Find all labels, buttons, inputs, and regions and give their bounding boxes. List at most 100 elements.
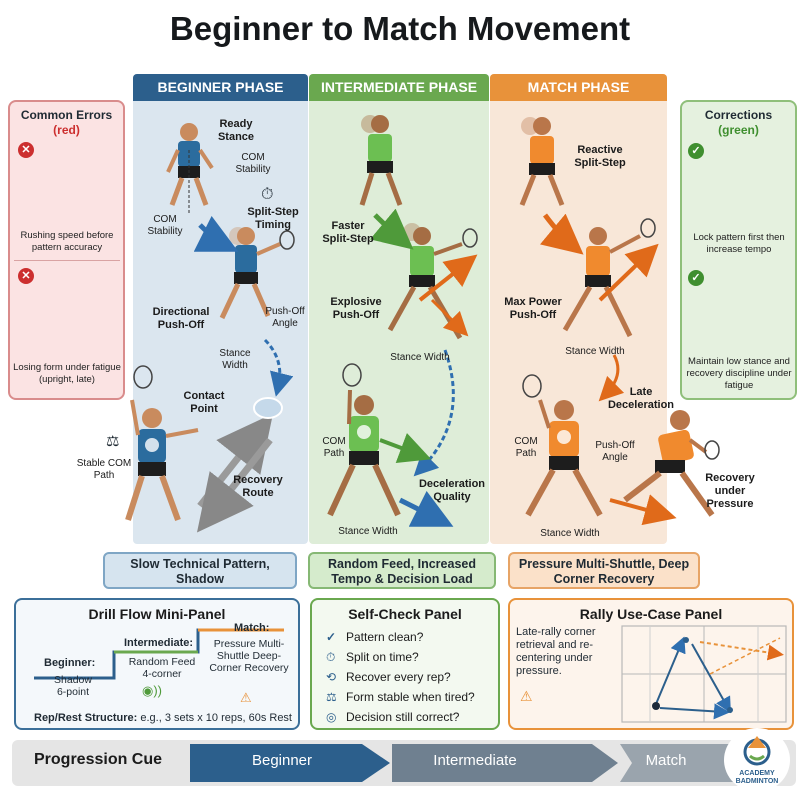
correction-caption-1: Lock pattern first then increase tempo [693, 232, 785, 255]
error-x-icon: ✕ [18, 142, 34, 158]
label-recovery-route: Recovery Route [233, 474, 283, 499]
label-stance-width-beg: Stance Width [219, 348, 251, 371]
rally-title: Rally Use-Case Panel [579, 606, 723, 622]
check-icon: ✓ [688, 270, 704, 286]
drill-intermediate-label: Intermediate: [124, 637, 194, 649]
beginner-phase-header: BEGINNER PHASE [133, 74, 308, 101]
balance-scale-icon: ⚖ [326, 690, 337, 704]
label-push-off-angle-match: Push-Off Angle [595, 440, 635, 463]
errors-title: Common Errors [20, 108, 113, 122]
error-caption-2: Losing form under fatigue (upright, late… [13, 362, 121, 385]
label-com-stability-b: COM Stability [147, 214, 183, 237]
rep-rest-label: Rep/Rest Structure: [34, 712, 138, 724]
page-title: Beginner to Match Movement [169, 10, 631, 47]
rally-text: Late-rally corner retrieval and re-cente… [516, 626, 596, 677]
error-caption-1: Rushing speed before pattern accuracy [20, 230, 114, 253]
intermediate-phase-header: INTERMEDIATE PHASE [309, 74, 489, 101]
intermediate-split-step-figure [359, 115, 403, 206]
errors-subtitle: (red) [53, 123, 80, 137]
self-check-item: ⚖ Form stable when tired? [326, 690, 475, 704]
label-stance-width-int-b: Stance Width [338, 526, 398, 537]
self-check-item: ⏱ Split on time? [326, 650, 419, 664]
academy-logo: ACADEMY BADMINTON [724, 728, 790, 792]
self-check-text: Form stable when tired? [346, 690, 475, 704]
correction-caption-2: Maintain low stance and recovery discipl… [686, 356, 792, 391]
label-stance-width-match-a: Stance Width [565, 346, 625, 357]
drill-flow-panel: Drill Flow Mini-Panel [14, 598, 300, 730]
intermediate-drill-banner: Random Feed, Increased Tempo & Decision … [308, 552, 496, 589]
self-check-text: Pattern clean? [346, 630, 424, 644]
rally-use-case-panel: Rally Use-Case Panel [508, 598, 794, 730]
match-drill-banner: Pressure Multi-Shuttle, Deep Corner Reco… [508, 552, 700, 589]
feed-sound-icon: ◉)) [142, 683, 163, 698]
progression-step-intermediate: Intermediate [433, 752, 517, 769]
errors-divider [14, 260, 120, 261]
label-max-power-push-off: Max Power Push-Off [504, 296, 562, 321]
warning-icon: ⚠ [520, 688, 533, 704]
logo-text: ACADEMY BADMINTON [735, 770, 779, 785]
self-check-title: Self-Check Panel [348, 606, 462, 622]
brain-head-icon: ◎ [326, 710, 337, 724]
self-check-item: ✓ Pattern clean? [326, 630, 423, 644]
beginner-drill-banner: Slow Technical Pattern, Shadow [103, 552, 297, 589]
error-x-icon: ✕ [18, 268, 34, 284]
match-com-figure [522, 374, 603, 517]
label-late-deceleration: Late Deceleration [607, 386, 675, 411]
self-check-text: Recover every rep? [346, 670, 451, 684]
beginner-contact-figure [125, 365, 199, 522]
intermediate-push-off-figure [387, 223, 478, 340]
rep-rest-row: Rep/Rest Structure: e.g., 3 sets x 10 re… [34, 712, 292, 724]
self-check-panel: Self-Check Panel ✓ Pattern clean? ⏱ Spli… [310, 598, 500, 730]
rep-rest-text: e.g., 3 sets x 10 reps, 60s Rest [140, 712, 292, 724]
shuttlecock-logo-icon [743, 736, 771, 766]
intermediate-com-figure [327, 363, 401, 517]
label-com-path-match: COM Path [514, 436, 538, 459]
warning-icon: ⚠ [240, 690, 252, 705]
corrections-subtitle: (green) [718, 123, 759, 137]
label-ready-stance: Ready Stance [217, 118, 255, 143]
match-phase-header: MATCH PHASE [490, 74, 667, 101]
label-com-stability-a: COM Stability [235, 152, 271, 175]
progression-label: Progression Cue [34, 751, 163, 768]
progression-step-match: Match [645, 752, 687, 769]
self-check-text: Split on time? [346, 650, 419, 664]
match-recovery-figure [623, 410, 720, 517]
drill-match-label: Match: [234, 622, 270, 634]
label-push-off-angle: Push-Off Angle [265, 306, 305, 329]
drill-intermediate-text: Random Feed 4-corner [128, 656, 196, 680]
label-stance-width-int-a: Stance Width [390, 352, 450, 363]
label-reactive-split-step: Reactive Split-Step [574, 144, 626, 169]
label-contact-point: Contact Point [183, 390, 225, 415]
drill-beginner-text: Shadow 6-point [54, 674, 92, 698]
beginner-push-off-figure [219, 227, 295, 320]
label-com-path-int: COM Path [322, 436, 346, 459]
match-push-off-figure [562, 218, 656, 338]
drill-beginner-label: Beginner: [44, 657, 96, 669]
progression-step-beginner: Beginner [251, 752, 313, 769]
court-diagram [621, 625, 787, 723]
check-circle-icon: ✓ [326, 630, 337, 644]
recover-arrows-icon: ⟲ [326, 670, 337, 684]
progression-cue-bar [12, 740, 796, 786]
drill-flow-steps [34, 628, 284, 680]
stopwatch-icon: ⏱ [326, 650, 336, 664]
self-check-item: ⟲ Recover every rep? [326, 670, 451, 684]
beginner-ready-stance-figure [166, 123, 214, 215]
label-split-step-timing: Split-Step Timing [247, 206, 299, 231]
drill-flow-title: Drill Flow Mini-Panel [88, 606, 226, 622]
label-stance-width-match-b: Stance Width [540, 528, 600, 539]
balance-scale-icon: ⚖ [106, 433, 120, 450]
self-check-text: Decision still correct? [346, 710, 460, 724]
label-faster-split-step: Faster Split-Step [322, 220, 374, 245]
check-icon: ✓ [688, 143, 704, 159]
label-explosive-push-off: Explosive Push-Off [330, 296, 382, 321]
self-check-item: ◎ Decision still correct? [326, 710, 459, 724]
label-directional-push-off: Directional Push-Off [152, 306, 210, 331]
label-stable-com-path: Stable COM Path [76, 458, 132, 481]
stopwatch-icon: ⏱ [261, 186, 274, 203]
drill-match-text: Pressure Multi-Shuttle Deep-Corner Recov… [209, 638, 289, 674]
match-split-step-figure [519, 117, 565, 206]
label-deceleration-quality: Deceleration Quality [418, 478, 486, 503]
label-recovery-under-pressure: Recovery under Pressure [705, 472, 755, 510]
corrections-title: Corrections [704, 108, 773, 122]
